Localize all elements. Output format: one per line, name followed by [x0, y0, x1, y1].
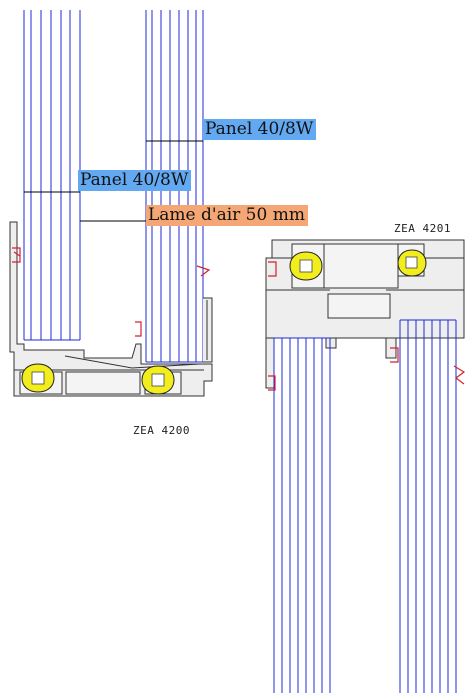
right-left-panel [273, 337, 331, 693]
left-seals [12, 247, 211, 337]
label-panel-right: Panel 40/8W [203, 119, 317, 140]
label-air-gap: Lame d'air 50 mm [146, 205, 308, 226]
right-gasket-cores [299, 256, 418, 273]
right-right-panel [399, 319, 457, 693]
left-leaders [24, 140, 203, 222]
reference-zea-4200: ZEA 4200 [133, 424, 190, 437]
reference-zea-4201: ZEA 4201 [394, 222, 451, 235]
left-gasket-cores [31, 371, 165, 387]
label-panel-left: Panel 40/8W [78, 170, 192, 191]
right-section [265, 239, 466, 693]
right-seals [268, 261, 466, 391]
left-outer-panel [23, 10, 81, 341]
left-section [9, 10, 213, 397]
